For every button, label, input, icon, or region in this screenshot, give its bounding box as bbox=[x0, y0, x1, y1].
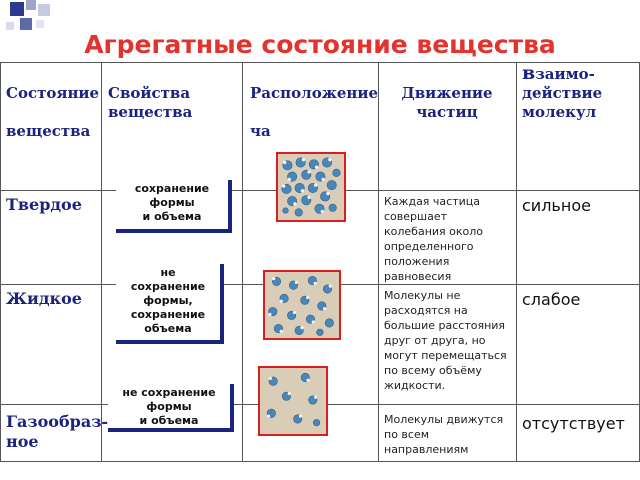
state-liquid: Жидкое bbox=[6, 289, 82, 308]
property-callout-solid: сохранение формы и объема bbox=[116, 180, 232, 233]
interaction-gas: отсутствует bbox=[522, 414, 625, 433]
liquid-molecules-svg bbox=[268, 275, 334, 336]
header-arrangement: Расположение ча bbox=[250, 84, 379, 140]
solid-particles-image bbox=[276, 152, 346, 222]
interaction-solid: сильное bbox=[522, 196, 591, 215]
header-state: Состояние вещества bbox=[6, 84, 100, 140]
interaction-liquid: слабое bbox=[522, 290, 581, 309]
motion-liquid: Молекулы не расходятся на большие рассто… bbox=[384, 289, 507, 392]
motion-solid: Каждая частица совершает колебания около… bbox=[384, 195, 484, 283]
gas-particles-image bbox=[258, 366, 328, 436]
header-motion: Движение частиц bbox=[401, 84, 493, 121]
states-table: Состояние вещества Свойства вещества Рас… bbox=[0, 62, 640, 462]
state-solid: Твердое bbox=[6, 195, 82, 214]
liquid-particles-image bbox=[263, 270, 341, 340]
property-callout-gas: не сохранение формы и объема bbox=[108, 384, 234, 432]
solid-molecules-svg bbox=[281, 157, 341, 217]
state-gas: Газообраз-ное bbox=[6, 412, 109, 451]
header-interaction: взаимо-действие молекул bbox=[522, 62, 603, 122]
motion-gas: Молекулы движутся по всем направлениям bbox=[384, 413, 504, 456]
gas-molecules-svg bbox=[266, 372, 321, 427]
property-callout-liquid: не сохранение формы, сохранение объема bbox=[116, 264, 224, 344]
header-properties: Свойства вещества bbox=[108, 84, 193, 121]
page-title: Агрегатные состояние вещества bbox=[84, 30, 556, 59]
